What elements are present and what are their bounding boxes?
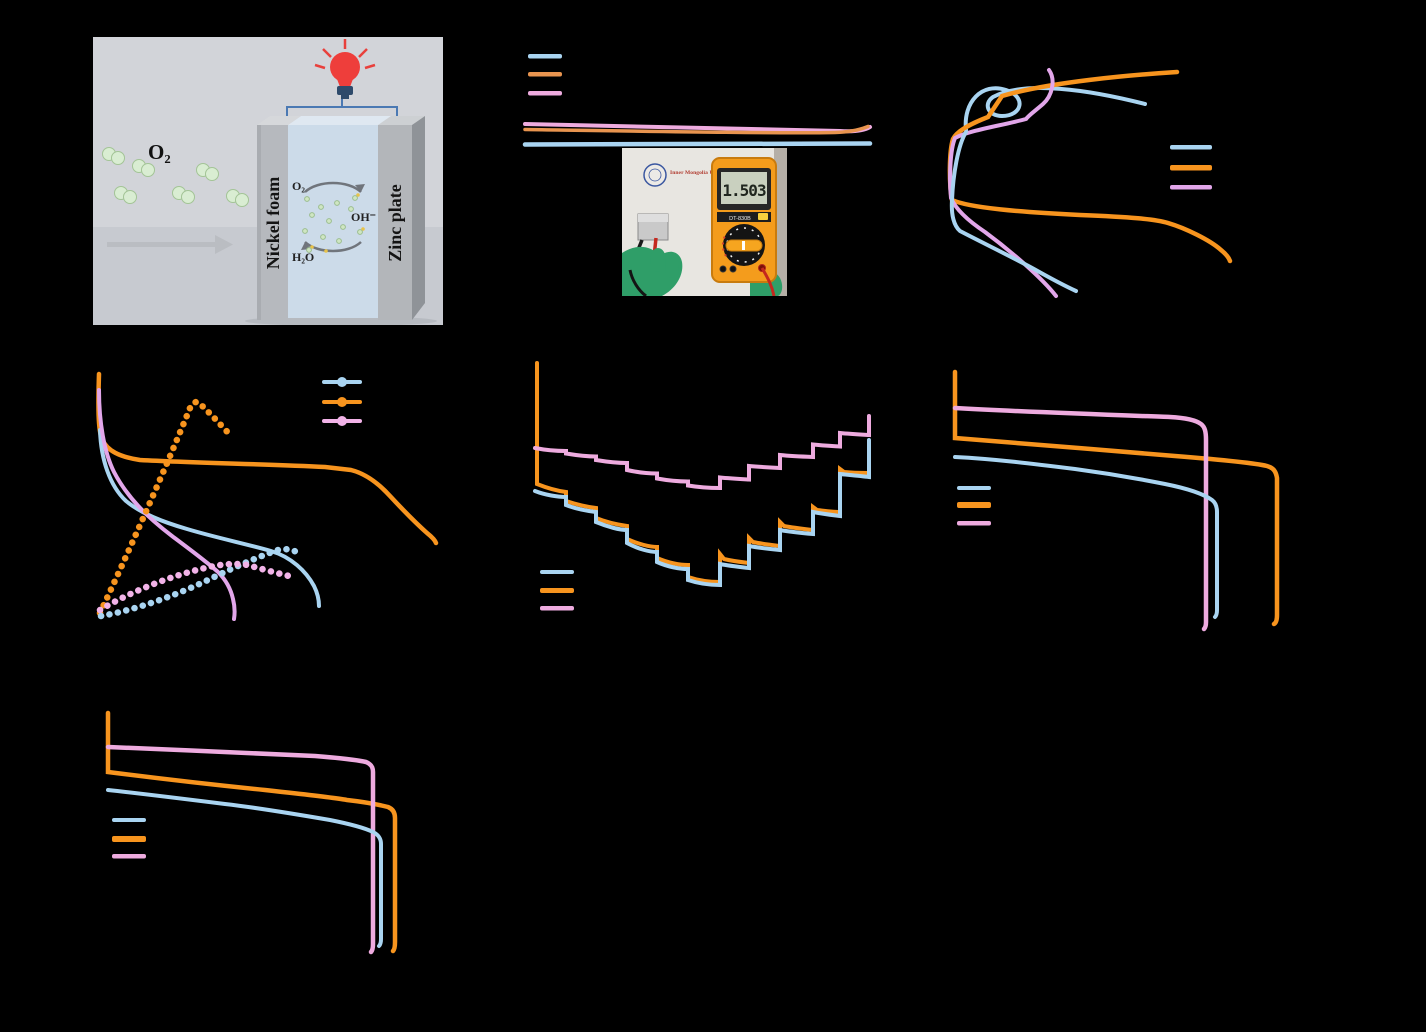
panel-a-battery-schematic: Nickel foam Zinc plate O₂ O₂ OH⁻ H₂O (93, 37, 443, 325)
svg-text:O₂: O₂ (292, 179, 305, 193)
svg-text:1.503: 1.503 (722, 181, 766, 200)
svg-text:OH⁻: OH⁻ (351, 210, 376, 224)
svg-text:Zinc plate: Zinc plate (385, 184, 405, 262)
panel-b-multimeter-photo: Inner Mongolia University of Technology1… (622, 148, 787, 296)
panel-c-polarization-plot (947, 68, 1233, 298)
panel-h-cycling-plot: LMCO-2 Pt/C+RuO₂ 4 2 0 -2 Voltage (V) 0 … (0, 680, 1426, 1032)
svg-text:Nickel foam: Nickel foam (263, 177, 283, 269)
svg-text:DT-830B: DT-830B (729, 216, 751, 222)
panel-d-power-density-plot (96, 371, 439, 621)
panel-g-discharge-plot-2 (105, 710, 398, 955)
panel-f-discharge-plot (952, 369, 1280, 632)
panel-b-ocv-plot (522, 54, 873, 147)
svg-text:H₂O: H₂O (292, 250, 314, 264)
svg-text:O₂: O₂ (148, 140, 171, 164)
panel-e-rate-performance-plot (533, 361, 871, 611)
